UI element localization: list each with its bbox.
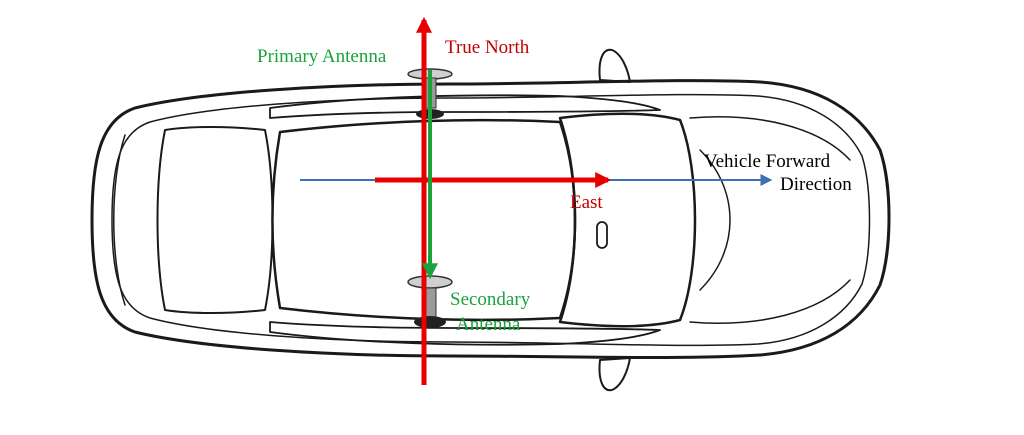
car-windshield xyxy=(558,112,697,328)
secondary-antenna-label-line2: Antenna xyxy=(456,314,521,335)
car-rear-window xyxy=(156,126,274,314)
car-mirror-top xyxy=(598,48,631,83)
car-hood-line-top xyxy=(689,116,851,161)
car-rear-bumper-line xyxy=(113,134,126,306)
car-hood-line-bottom xyxy=(689,279,851,324)
car-hood-center xyxy=(699,149,731,291)
car-side-window-bottom xyxy=(269,321,661,346)
car-body-outline xyxy=(90,79,891,360)
car-body-inner-line xyxy=(111,93,871,347)
true-north-label: True North xyxy=(445,37,530,58)
vehicle-forward-label-line1: Vehicle Forward xyxy=(704,151,831,172)
car-top-view xyxy=(90,48,891,392)
east-label: East xyxy=(570,192,603,213)
primary-antenna-label: Primary Antenna xyxy=(257,46,387,67)
secondary-antenna-label-line1: Secondary xyxy=(450,289,531,310)
vehicle-forward-label-line2: Direction xyxy=(780,174,852,195)
car-roof-marker xyxy=(596,221,608,249)
car-mirror-bottom xyxy=(598,357,631,392)
